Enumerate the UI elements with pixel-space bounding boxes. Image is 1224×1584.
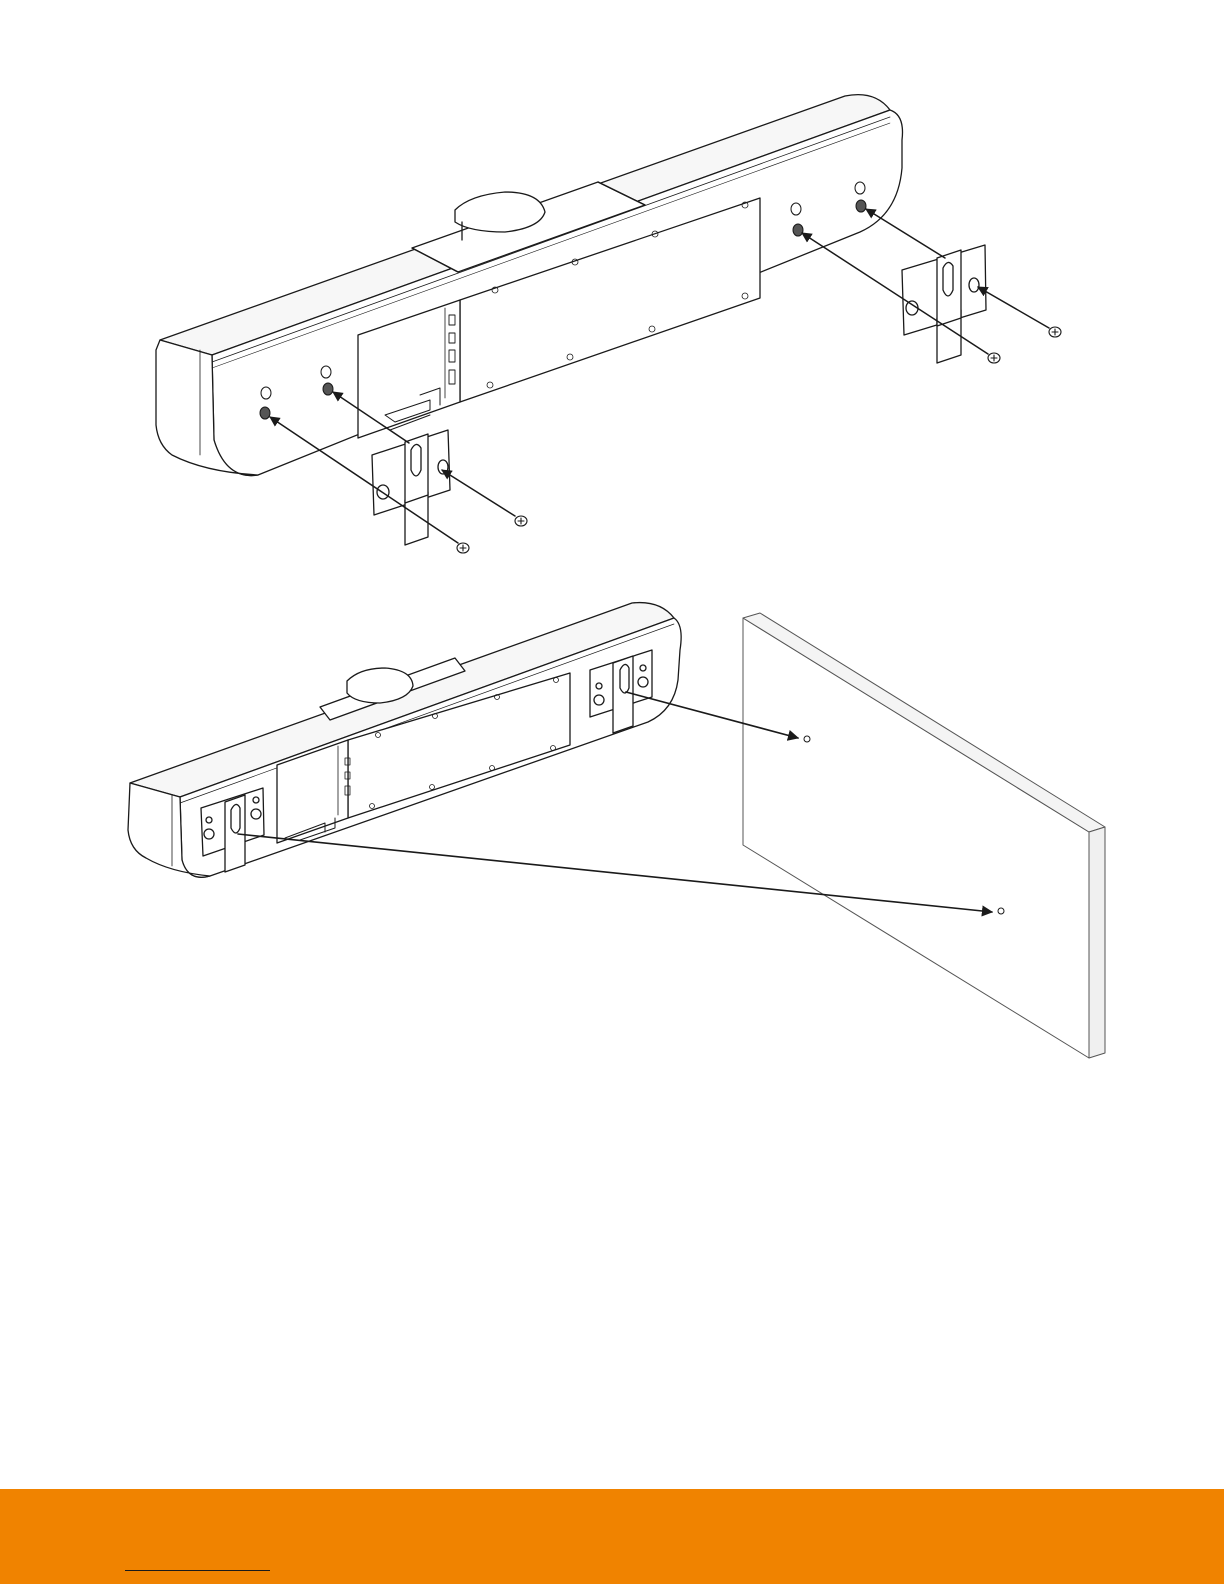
soundbar-wall-installation-figure <box>128 603 1105 1058</box>
wall-panel <box>743 613 1105 1058</box>
footer-link[interactable] <box>125 1556 270 1571</box>
soundbar-bracket-attachment-figure <box>156 95 1061 553</box>
installation-illustration <box>0 0 1224 1480</box>
